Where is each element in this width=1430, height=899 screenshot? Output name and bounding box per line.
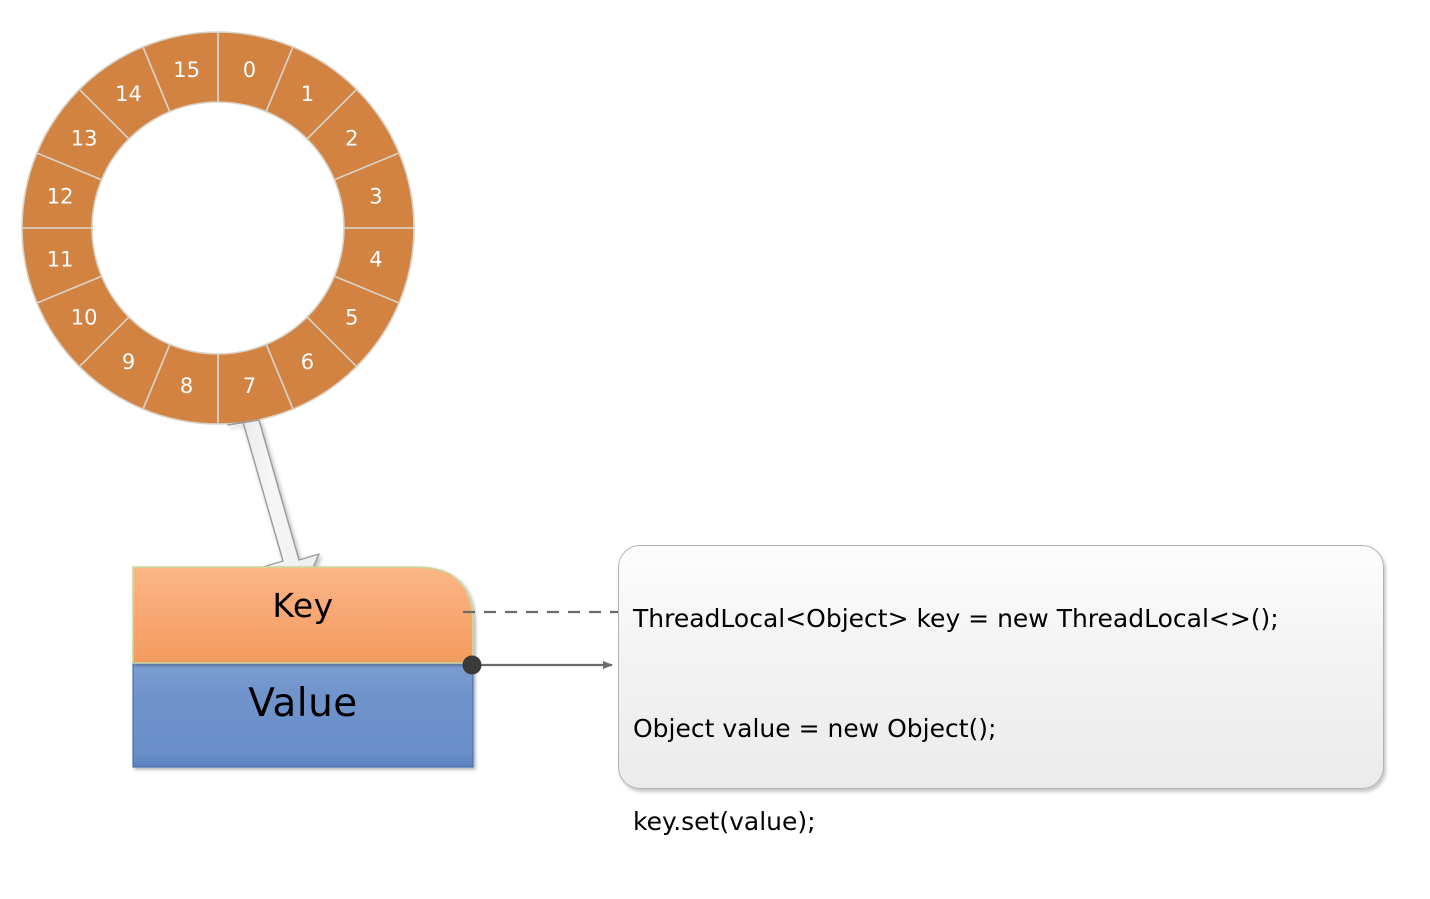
ring-segment-label-11: 11: [47, 247, 74, 271]
code-snippet-panel[interactable]: ThreadLocal<Object> key = new ThreadLoca…: [618, 545, 1384, 836]
value-to-code-arrow-connector: [462, 655, 613, 675]
code-block-set-value: Object value = new Object(); key.set(val…: [633, 651, 996, 899]
value-box[interactable]: [132, 662, 474, 768]
ring-segment-label-7: 7: [243, 374, 256, 398]
key-box[interactable]: [132, 566, 474, 664]
ring-segment-label-10: 10: [71, 305, 98, 329]
code-line-object-value: Object value = new Object();: [633, 714, 997, 743]
ring-segment-label-6: 6: [301, 350, 314, 374]
ring-segment-label-5: 5: [345, 305, 358, 329]
ring-segment-label-1: 1: [301, 82, 314, 106]
ring-segment-label-9: 9: [122, 350, 135, 374]
code-line-threadlocal-declaration: ThreadLocal<Object> key = new ThreadLoca…: [633, 604, 1279, 633]
ring-segment-label-15: 15: [173, 58, 200, 82]
ring-segment-label-4: 4: [369, 247, 382, 271]
ring-segment-label-0: 0: [243, 58, 256, 82]
ring-segment-label-13: 13: [71, 127, 98, 151]
code-line-key-set: key.set(value);: [633, 807, 816, 836]
ring-segment-15[interactable]: [141, 31, 219, 113]
ring-segment-label-3: 3: [369, 185, 382, 209]
ring-segment-label-14: 14: [115, 82, 142, 106]
ring-segment-label-2: 2: [345, 127, 358, 151]
ring-segment-label-8: 8: [180, 374, 193, 398]
ring-segment-label-12: 12: [47, 185, 74, 209]
